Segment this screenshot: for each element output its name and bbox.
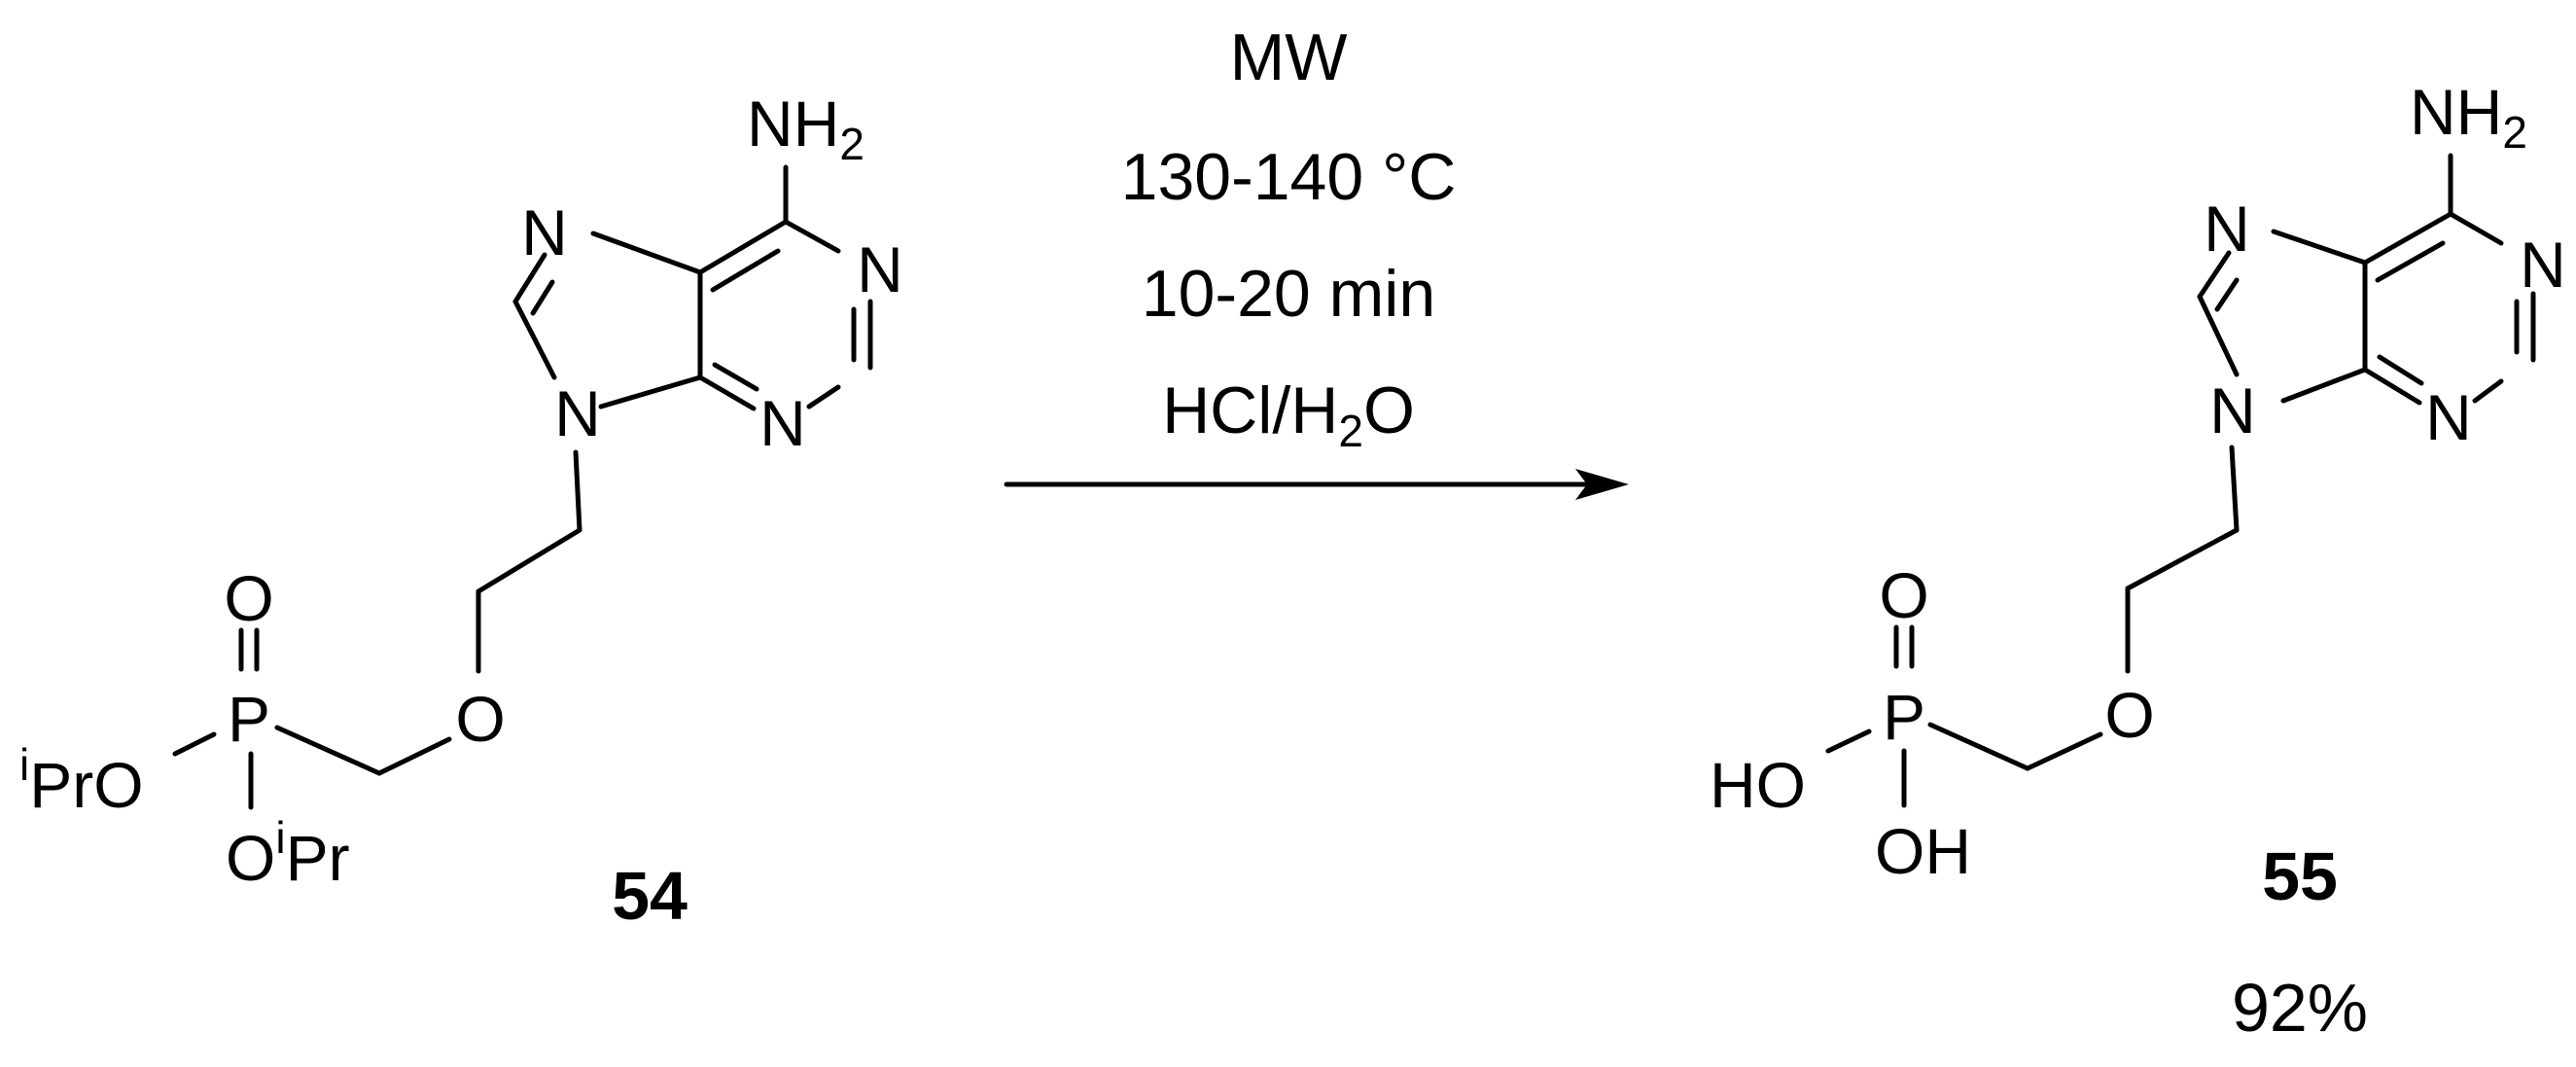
atom-n7: N	[2204, 193, 2250, 265]
bond	[712, 362, 759, 392]
reactant-bonds	[172, 164, 873, 810]
atom-oxo-o: O	[1879, 559, 1928, 631]
bond	[710, 248, 781, 293]
condition-temperature: 130-140 °C	[1121, 140, 1457, 214]
isopropoxy-label-2: OiPr	[226, 812, 350, 894]
bond	[476, 527, 582, 594]
bond	[2362, 367, 2422, 406]
bond	[172, 731, 217, 757]
bond	[598, 374, 703, 409]
atom-n3: N	[2425, 381, 2472, 453]
hydroxyl-label-2: OH	[1875, 815, 1971, 887]
atom-n9: N	[2209, 374, 2256, 446]
bond	[512, 299, 557, 380]
atom-n9: N	[554, 377, 601, 449]
bond	[512, 252, 547, 304]
bond	[2229, 445, 2240, 533]
bond	[573, 449, 582, 533]
compound-number-55: 55	[2262, 838, 2338, 914]
reaction-arrow	[1004, 469, 1629, 500]
bond	[1927, 722, 2030, 771]
product-structure: NH2 N N N N O P O HO OH 55 92%	[1710, 76, 2566, 1046]
hydroxyl-label-1: HO	[1710, 749, 1806, 821]
bond	[2271, 229, 2368, 266]
bond	[2197, 294, 2240, 377]
atom-ether-o: O	[2104, 679, 2154, 751]
atom-p: P	[228, 683, 270, 755]
bond	[530, 279, 555, 316]
condition-mw: MW	[1230, 20, 1348, 94]
bond	[697, 219, 789, 275]
bond	[2472, 378, 2504, 404]
compound-number-54: 54	[612, 858, 688, 934]
atom-oxo-o: O	[224, 562, 273, 634]
isopropoxy-label: iPrO	[19, 739, 144, 821]
bond	[2448, 211, 2504, 246]
reaction-conditions: MW 130-140 °C 10-20 min HCl/H2O	[1121, 20, 1457, 456]
bond	[2025, 731, 2103, 771]
reactant-structure: NH2 N N N N O P O iPrO OiPr 54	[19, 88, 903, 934]
amine-label: NH2	[747, 88, 865, 169]
bond	[376, 736, 452, 776]
bond	[806, 384, 841, 409]
condition-reagent: HCl/H2O	[1162, 373, 1415, 456]
bond	[2280, 367, 2368, 404]
atom-n3: N	[759, 387, 806, 459]
arrow-head	[1575, 469, 1629, 500]
atom-n7: N	[521, 196, 568, 268]
bond	[2197, 250, 2232, 300]
atom-p: P	[1883, 681, 1925, 753]
bond	[2377, 354, 2424, 386]
bond	[590, 231, 703, 275]
bond	[697, 374, 757, 411]
product-atoms: NH2 N N N N O P O HO OH	[1710, 76, 2566, 887]
atom-ether-o: O	[455, 683, 505, 755]
reactant-atoms: NH2 N N N N O P O iPrO OiPr	[19, 88, 903, 894]
yield-label: 92%	[2232, 970, 2368, 1046]
bond	[1825, 729, 1872, 754]
amine-label: NH2	[2410, 76, 2527, 158]
bond	[2362, 211, 2453, 266]
condition-time: 10-20 min	[1142, 257, 1435, 331]
bond	[274, 725, 382, 776]
bond	[2214, 277, 2240, 312]
product-bonds	[1825, 153, 2536, 808]
atom-n1: N	[857, 233, 903, 305]
bond	[2125, 527, 2240, 591]
bond	[783, 219, 841, 254]
atom-n1: N	[2520, 229, 2566, 301]
bond	[2375, 240, 2446, 283]
